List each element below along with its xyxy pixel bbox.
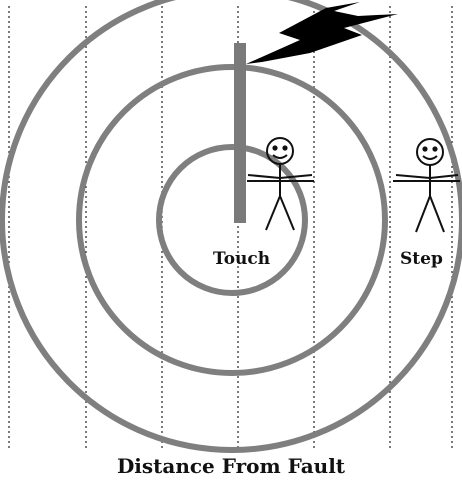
step-label: Step xyxy=(400,249,443,269)
touch-label: Touch xyxy=(213,249,270,269)
pole xyxy=(234,43,246,223)
inner-ring xyxy=(159,147,305,293)
potential-rings xyxy=(2,0,462,450)
diagram-caption: Distance From Fault xyxy=(117,454,346,478)
lightning-bolt-icon xyxy=(246,2,398,64)
middle-ring xyxy=(79,67,385,373)
